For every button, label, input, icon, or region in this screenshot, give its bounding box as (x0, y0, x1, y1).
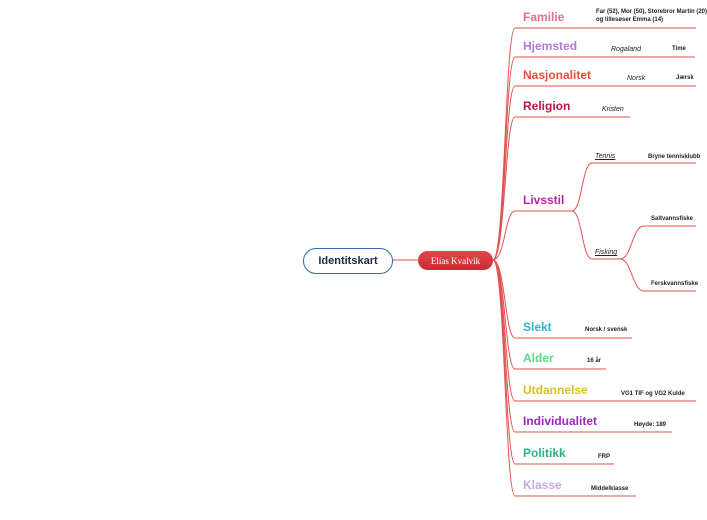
branch-individualitet[interactable]: Individualitet (523, 414, 598, 428)
livsstil-tennis[interactable]: Tennis (595, 153, 616, 160)
fisking-ferskvann[interactable]: Ferskvannsfiske (651, 281, 699, 287)
hjemsted-sub[interactable]: Rogaland (611, 46, 641, 53)
branch-nasjonalitet[interactable]: Nasjonalitet (523, 68, 592, 82)
branch-slekt[interactable]: Slekt (523, 320, 552, 334)
familie-detail-line1[interactable]: Far (52), Mor (50), Storebror Martin (20… (596, 9, 707, 15)
link-individualitet (492, 259, 610, 433)
nasjonalitet-detail[interactable]: Jærsk (676, 75, 694, 81)
slekt-detail[interactable]: Norsk / svensk (585, 327, 628, 333)
link-familie (492, 27, 563, 261)
link-klasse (492, 259, 565, 497)
link-fisking (571, 210, 620, 260)
utdannelse-detail[interactable]: VG1 TIF og VG2 Kulde (621, 391, 685, 397)
branch-klasse[interactable]: Klasse (523, 478, 562, 492)
fisking-saltvann[interactable]: Saltvannsfiske (651, 216, 694, 222)
individualitet-detail[interactable]: Høyde: 189 (634, 422, 667, 428)
branch-utdannelse[interactable]: Utdannelse (523, 383, 588, 397)
religion-sub[interactable]: Kristen (602, 106, 624, 113)
alder-detail[interactable]: 16 år (587, 358, 602, 364)
link-saltvann (619, 225, 696, 260)
central-topic[interactable]: Elias Kvalvik (418, 251, 493, 270)
branch-livsstil[interactable]: Livsstil (523, 193, 565, 207)
hjemsted-detail[interactable]: Time (672, 46, 686, 52)
link-livsstil (492, 210, 572, 261)
branch-politikk[interactable]: Politikk (523, 446, 566, 460)
klasse-detail[interactable]: Middelklasse (591, 486, 629, 492)
nasjonalitet-sub[interactable]: Norsk (627, 75, 646, 82)
branch-alder[interactable]: Alder (523, 351, 554, 365)
branch-familie[interactable]: Familie (523, 10, 565, 24)
tennis-detail[interactable]: Bryne tennisklubb (648, 154, 701, 160)
familie-detail-line2[interactable]: og lillesøser Emma (14) (596, 17, 664, 23)
root-node[interactable]: Identitskart (303, 248, 393, 274)
branch-religion[interactable]: Religion (523, 99, 571, 113)
livsstil-fisking[interactable]: Fisking (595, 249, 618, 256)
branch-hjemsted[interactable]: Hjemsted (523, 39, 578, 53)
link-ferskvann (619, 258, 696, 292)
politikk-detail[interactable]: FRP (598, 454, 610, 460)
link-religion (492, 116, 575, 261)
link-tennis (571, 162, 620, 212)
